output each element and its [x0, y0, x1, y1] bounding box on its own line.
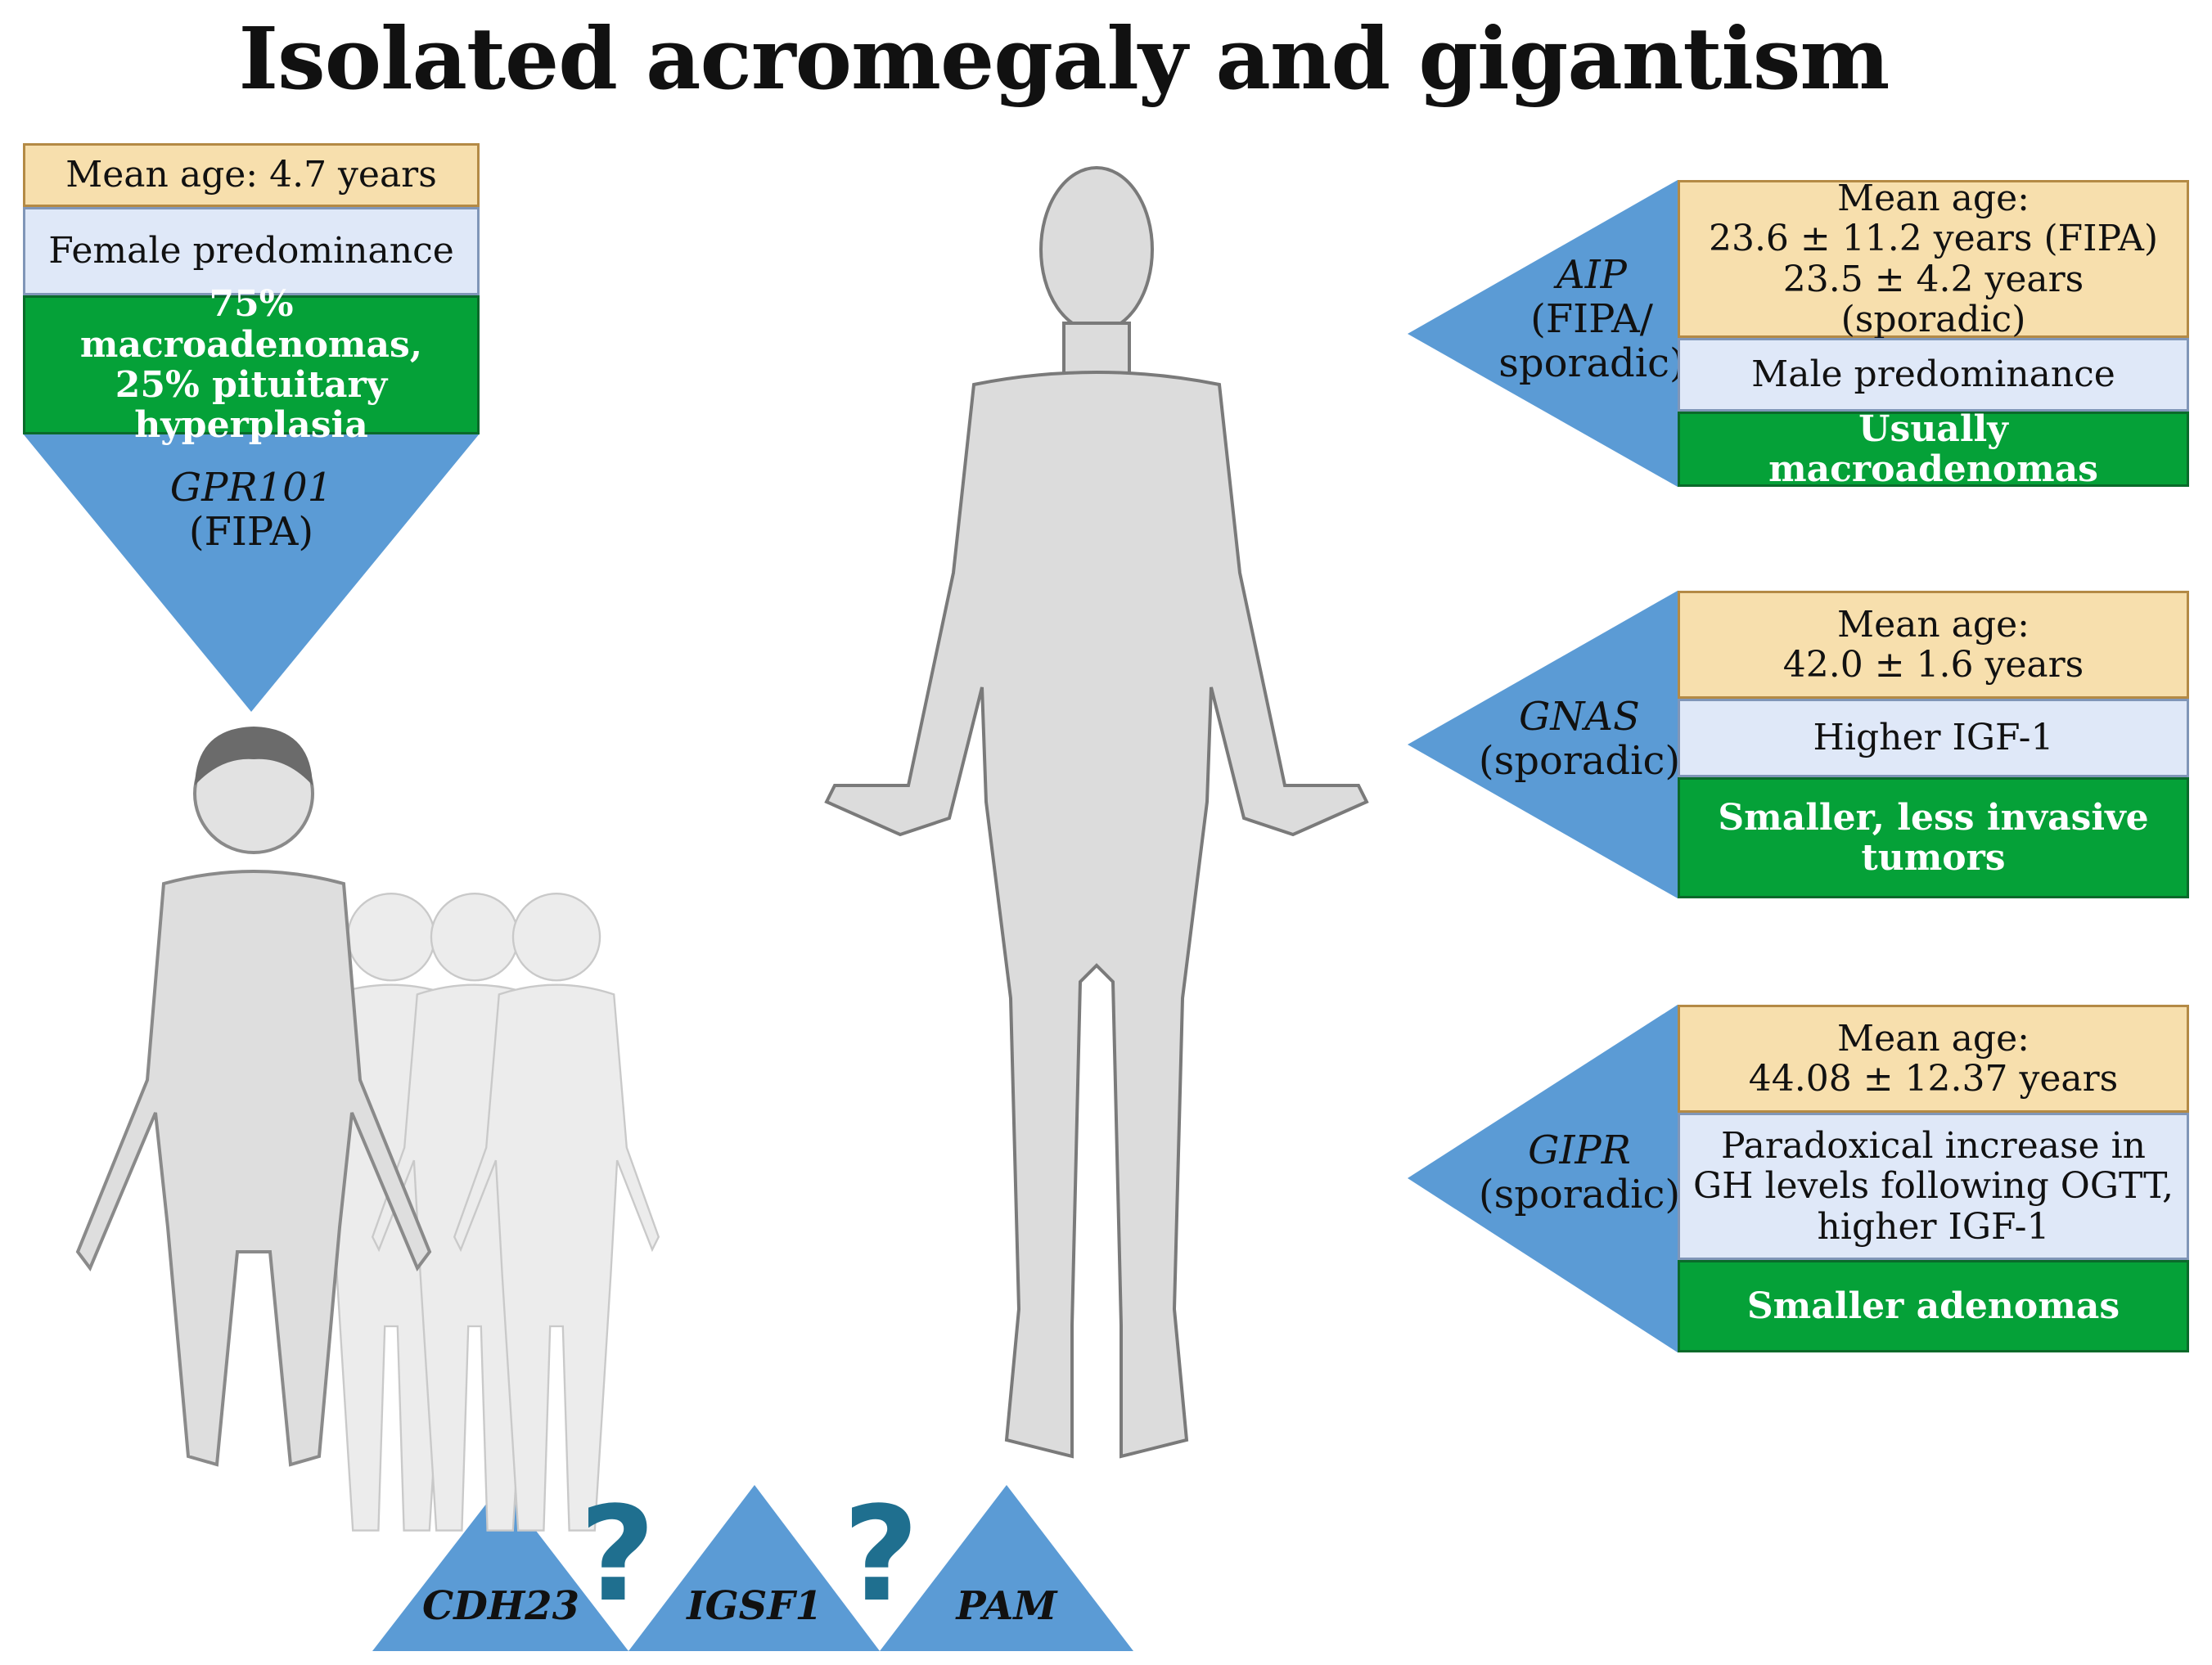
gipr-gene: GIPR	[1528, 1127, 1631, 1173]
question-mark-icon: ?	[843, 1478, 919, 1631]
gpr101-age-box: Mean age: 4.7 years	[23, 143, 480, 207]
gnas-feature: Higher IGF-1	[1813, 717, 2054, 759]
gpr101-gene: GPR101	[169, 465, 333, 511]
aip-triangle	[1408, 180, 1678, 487]
gipr-feature-line1: Paradoxical increase in	[1721, 1125, 2146, 1168]
gnas-source: (sporadic)	[1478, 737, 1681, 784]
gipr-age-line1: Mean age:	[1837, 1017, 2030, 1060]
aip-age-box: Mean age: 23.6 ± 11.2 years (FIPA) 23.5 …	[1678, 177, 2189, 340]
gpr101-tumor-line2: 25% pituitary	[115, 364, 388, 406]
gnas-age-line2: 42.0 ± 1.6 years	[1782, 644, 2084, 686]
gpr101-triangle	[23, 434, 480, 712]
gipr-feature-line2: GH levels following OGTT,	[1692, 1165, 2174, 1208]
gpr101-source: (FIPA)	[188, 508, 314, 555]
gipr-gene-label: GIPR (sporadic)	[1473, 1127, 1686, 1217]
aip-source-line1: (FIPA/	[1530, 295, 1653, 342]
cdh23-label: CDH23	[422, 1583, 579, 1629]
gpr101-feature: Female predominance	[48, 230, 454, 272]
adult-figure-icon	[824, 166, 1369, 1459]
gnas-triangle	[1408, 591, 1678, 898]
gnas-tumor-line2: tumors	[1861, 837, 2006, 879]
gnas-age-line1: Mean age:	[1837, 603, 2030, 646]
gipr-source: (sporadic)	[1478, 1171, 1681, 1217]
gpr101-tumor-line3: hyperplasia	[134, 404, 368, 447]
igsf1-label: IGSF1	[687, 1583, 822, 1629]
gnas-tumor-box: Smaller, less invasive tumors	[1678, 777, 2189, 898]
gnas-gene: GNAS	[1519, 694, 1640, 740]
gipr-feature-line3: higher IGF-1	[1817, 1205, 2050, 1248]
pam-triangle	[880, 1485, 1133, 1651]
gipr-age-box: Mean age: 44.08 ± 12.37 years	[1678, 1005, 2189, 1113]
child-figure-icon	[75, 727, 432, 1467]
gnas-feature-box: Higher IGF-1	[1678, 699, 2189, 777]
aip-age-line2: 23.6 ± 11.2 years (FIPA)	[1708, 218, 2159, 260]
gpr101-tumor-line1: 75% macroadenomas,	[79, 283, 423, 366]
aip-gene-label: AIP (FIPA/ sporadic)	[1498, 252, 1686, 386]
aip-feature: Male predominance	[1751, 353, 2115, 396]
gipr-tumor-box: Smaller adenomas	[1678, 1260, 2189, 1352]
cdh23-triangle	[372, 1485, 628, 1651]
gpr101-age: Mean age: 4.7 years	[65, 154, 437, 196]
figure-title: Isolated acromegaly and gigantism	[238, 8, 1890, 109]
aip-source-line2: sporadic)	[1498, 340, 1685, 386]
gipr-age-line2: 44.08 ± 12.37 years	[1748, 1058, 2119, 1100]
gpr101-gene-label: GPR101 (FIPA)	[128, 466, 374, 555]
aip-tumor: Usually macroadenomas	[1768, 407, 2098, 490]
aip-age-line3: 23.5 ± 4.2 years (sporadic)	[1782, 258, 2084, 340]
gnas-gene-label: GNAS (sporadic)	[1473, 695, 1686, 784]
aip-age-line1: Mean age:	[1837, 177, 2030, 219]
aip-tumor-box: Usually macroadenomas	[1678, 407, 2189, 490]
aip-feature-box: Male predominance	[1678, 338, 2189, 412]
gnas-age-box: Mean age: 42.0 ± 1.6 years	[1678, 591, 2189, 699]
question-mark-icon: ?	[579, 1478, 655, 1631]
aip-gene: AIP	[1557, 252, 1627, 298]
gipr-feature-box: Paradoxical increase in GH levels follow…	[1678, 1113, 2189, 1260]
gpr101-feature-box: Female predominance	[23, 207, 480, 295]
igsf1-triangle	[628, 1485, 880, 1651]
pam-label: PAM	[956, 1583, 1057, 1629]
gipr-triangle	[1408, 1005, 1678, 1352]
gipr-tumor: Smaller adenomas	[1746, 1285, 2120, 1327]
gnas-tumor-line1: Smaller, less invasive	[1718, 796, 2149, 839]
gpr101-tumor-box: 75% macroadenomas, 25% pituitary hyperpl…	[23, 284, 480, 446]
